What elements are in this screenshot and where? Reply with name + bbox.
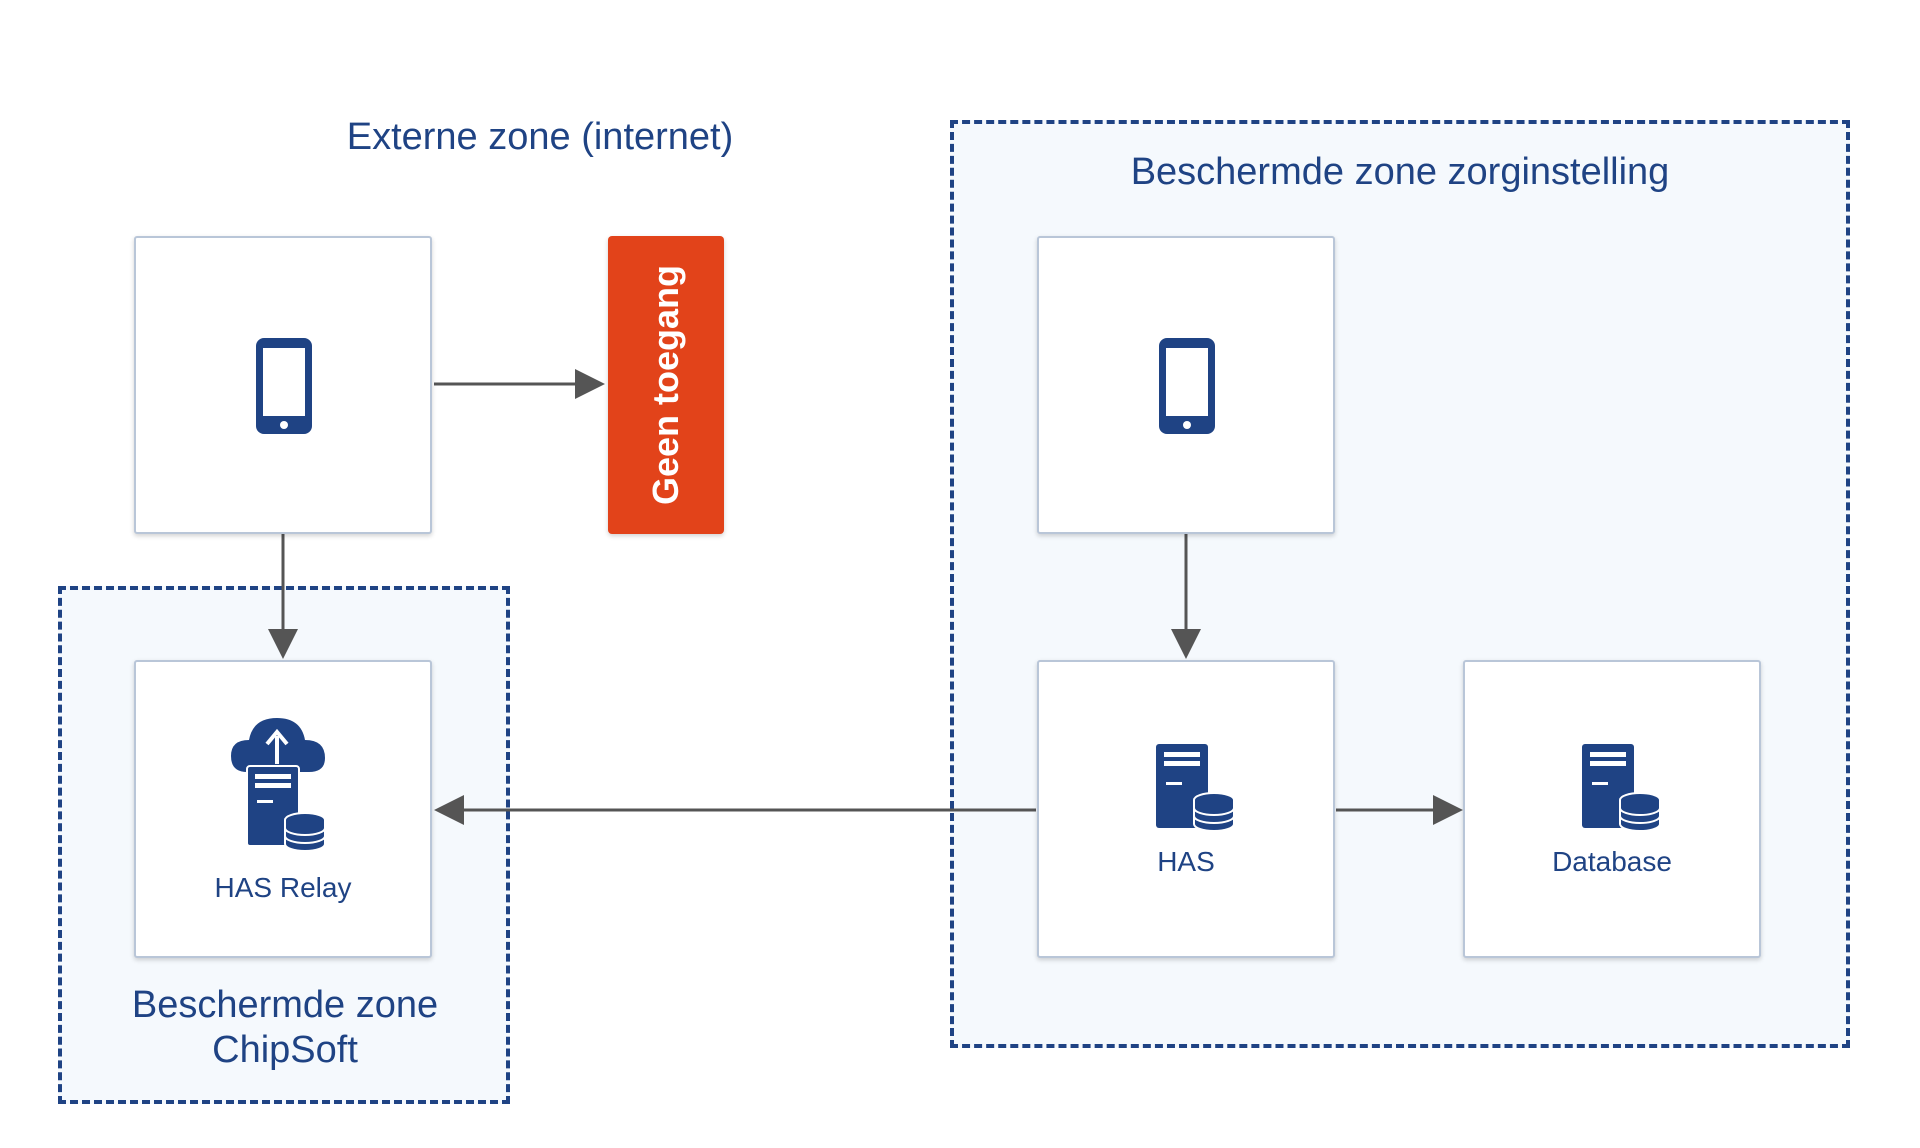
- external-mobile-node: [134, 236, 432, 534]
- server-database-icon: [1156, 744, 1235, 832]
- no-access-label: Geen toegang: [645, 264, 686, 506]
- has-relay-node: HAS Relay: [134, 660, 432, 958]
- has-relay-label: HAS Relay: [214, 872, 352, 903]
- has-label: HAS: [1157, 846, 1215, 877]
- no-access-block: Geen toegang: [608, 236, 724, 534]
- chipsoft-zone-title-line2: ChipSoft: [212, 1029, 358, 1071]
- cloud-server-database-icon: [231, 718, 326, 852]
- chipsoft-zone-title: Beschermde zone ChipSoft: [80, 983, 490, 1073]
- database-label: Database: [1552, 846, 1672, 877]
- care-zone-title: Beschermde zone zorginstelling: [1130, 151, 1670, 193]
- has-node: HAS: [1037, 660, 1335, 958]
- mobile-phone-icon: [1159, 338, 1215, 434]
- mobile-phone-icon: [256, 338, 312, 434]
- external-zone-title: Externe zone (internet): [346, 116, 734, 158]
- database-node: Database: [1463, 660, 1761, 958]
- internal-mobile-node: [1037, 236, 1335, 534]
- server-database-icon: [1582, 744, 1661, 832]
- chipsoft-zone-title-line1: Beschermde zone: [131, 984, 439, 1026]
